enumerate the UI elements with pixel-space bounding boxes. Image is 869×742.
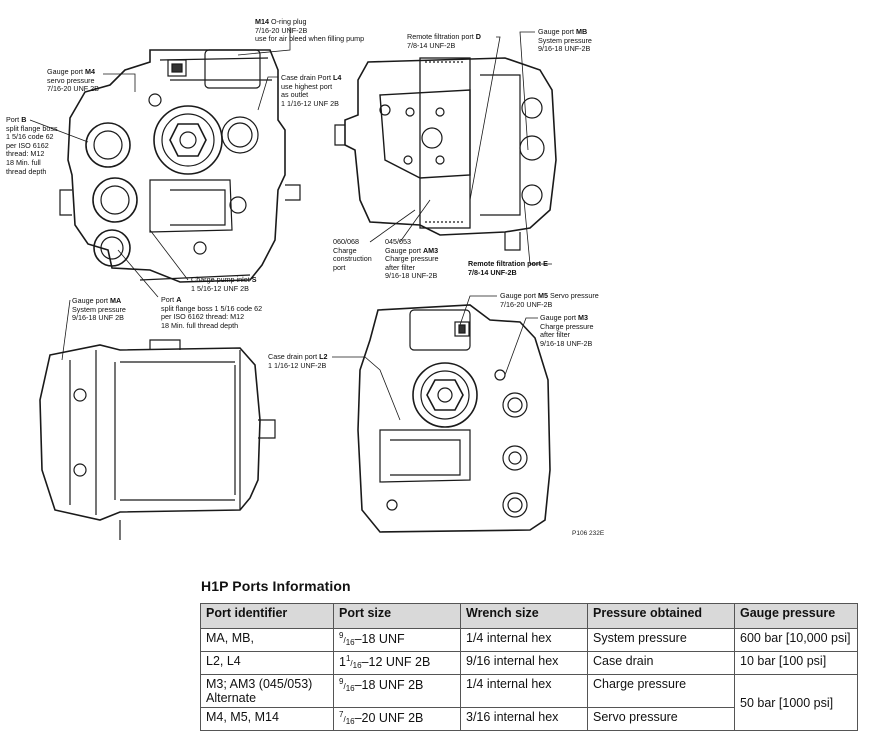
cell-port-size: 7/16–20 UNF 2B xyxy=(333,707,461,731)
cell-wrench: 1/4 internal hex xyxy=(460,674,588,708)
cell-port-id: M3; AM3 (045/053)Alternate xyxy=(200,674,334,708)
table-row: MA, MB, 9/16–18 UNF 1/4 internal hex Sys… xyxy=(200,628,858,652)
header-pressure-obtained: Pressure obtained xyxy=(587,603,735,629)
cell-pressure: Charge pressure xyxy=(587,674,735,708)
callout-s: Charge pump inlet S 1 5/16-12 UNF 2B xyxy=(191,275,257,293)
table-row: M3; AM3 (045/053)Alternate 9/16–18 UNF 2… xyxy=(200,674,858,731)
callout-d: Remote filtration port D 7/8-14 UNF-2B xyxy=(407,32,481,50)
header-port-size: Port size xyxy=(333,603,461,629)
pump-drawings xyxy=(29,27,557,540)
cell-port-size: 9/16–18 UNF xyxy=(333,628,461,652)
pump-side-view xyxy=(334,57,557,251)
cell-wrench: 9/16 internal hex xyxy=(460,651,588,675)
callout-m4: Gauge port M4 servo pressure 7/16-20 UNF… xyxy=(47,67,99,94)
cell-gauge: 10 bar [100 psi] xyxy=(734,651,858,675)
table-header-row: Port identifier Port size Wrench size Pr… xyxy=(200,603,858,629)
callout-m3: Gauge port M3 Charge pressure after filt… xyxy=(540,313,594,348)
cell-port-size: 11/16–12 UNF 2B xyxy=(333,651,461,675)
cell-gauge-merged: 50 bar [1000 psi] xyxy=(734,674,858,731)
callout-am3: 045/053 Gauge port AM3 Charge pressure a… xyxy=(385,237,439,281)
cell-pressure: System pressure xyxy=(587,628,735,652)
callout-port-a: Port A split flange boss 1 5/16 code 62 … xyxy=(161,295,263,330)
pump-front-view xyxy=(59,49,301,283)
callout-ma: Gauge port MA System pressure 9/16-18 UN… xyxy=(72,296,126,323)
figure-code: P106 232E xyxy=(572,530,605,537)
callout-construction: 060/068 Charge construction port xyxy=(333,237,372,272)
table-row: M4, M5, M14 7/16–20 UNF 2B 3/16 internal… xyxy=(200,707,858,731)
cell-pressure: Case drain xyxy=(587,651,735,675)
cell-port-id: MA, MB, xyxy=(200,628,334,652)
header-gauge-pressure: Gauge pressure xyxy=(734,603,858,629)
cell-port-id: L2, L4 xyxy=(200,651,334,675)
cell-port-id: M4, M5, M14 xyxy=(200,707,334,731)
callout-l4: Case drain Port L4 use highest port as o… xyxy=(281,73,342,108)
callout-l2: Case drain port L2 1 1/16-12 UNF-2B xyxy=(268,352,328,370)
callout-m14: M14 O-ring plug 7/16-20 UNF-2B use for a… xyxy=(255,17,365,44)
callout-port-b: Port B split flange boss 1 5/16 code 62 … xyxy=(6,115,58,176)
leader-lines xyxy=(29,27,552,421)
header-port-identifier: Port identifier xyxy=(200,603,334,629)
table-title: H1P Ports Information xyxy=(201,578,351,594)
cell-port-size: 9/16–18 UNF 2B xyxy=(333,674,461,708)
cell-gauge: 600 bar [10,000 psi] xyxy=(734,628,858,652)
pump-end-view xyxy=(357,304,551,533)
cell-wrench: 1/4 internal hex xyxy=(460,628,588,652)
pump-rear-view xyxy=(39,339,276,540)
callout-mb: Gauge port MB System pressure 9/16-18 UN… xyxy=(538,27,592,54)
callout-e: Remote filtration port E 7/8-14 UNF-2B xyxy=(468,259,548,277)
ports-table: Port identifier Port size Wrench size Pr… xyxy=(200,603,858,731)
header-wrench-size: Wrench size xyxy=(460,603,588,629)
cell-pressure: Servo pressure xyxy=(587,707,735,731)
callout-m5: Gauge port M5 Servo pressure 7/16-20 UNF… xyxy=(500,291,599,309)
table-row: L2, L4 11/16–12 UNF 2B 9/16 internal hex… xyxy=(200,651,858,675)
cell-wrench: 3/16 internal hex xyxy=(460,707,588,731)
